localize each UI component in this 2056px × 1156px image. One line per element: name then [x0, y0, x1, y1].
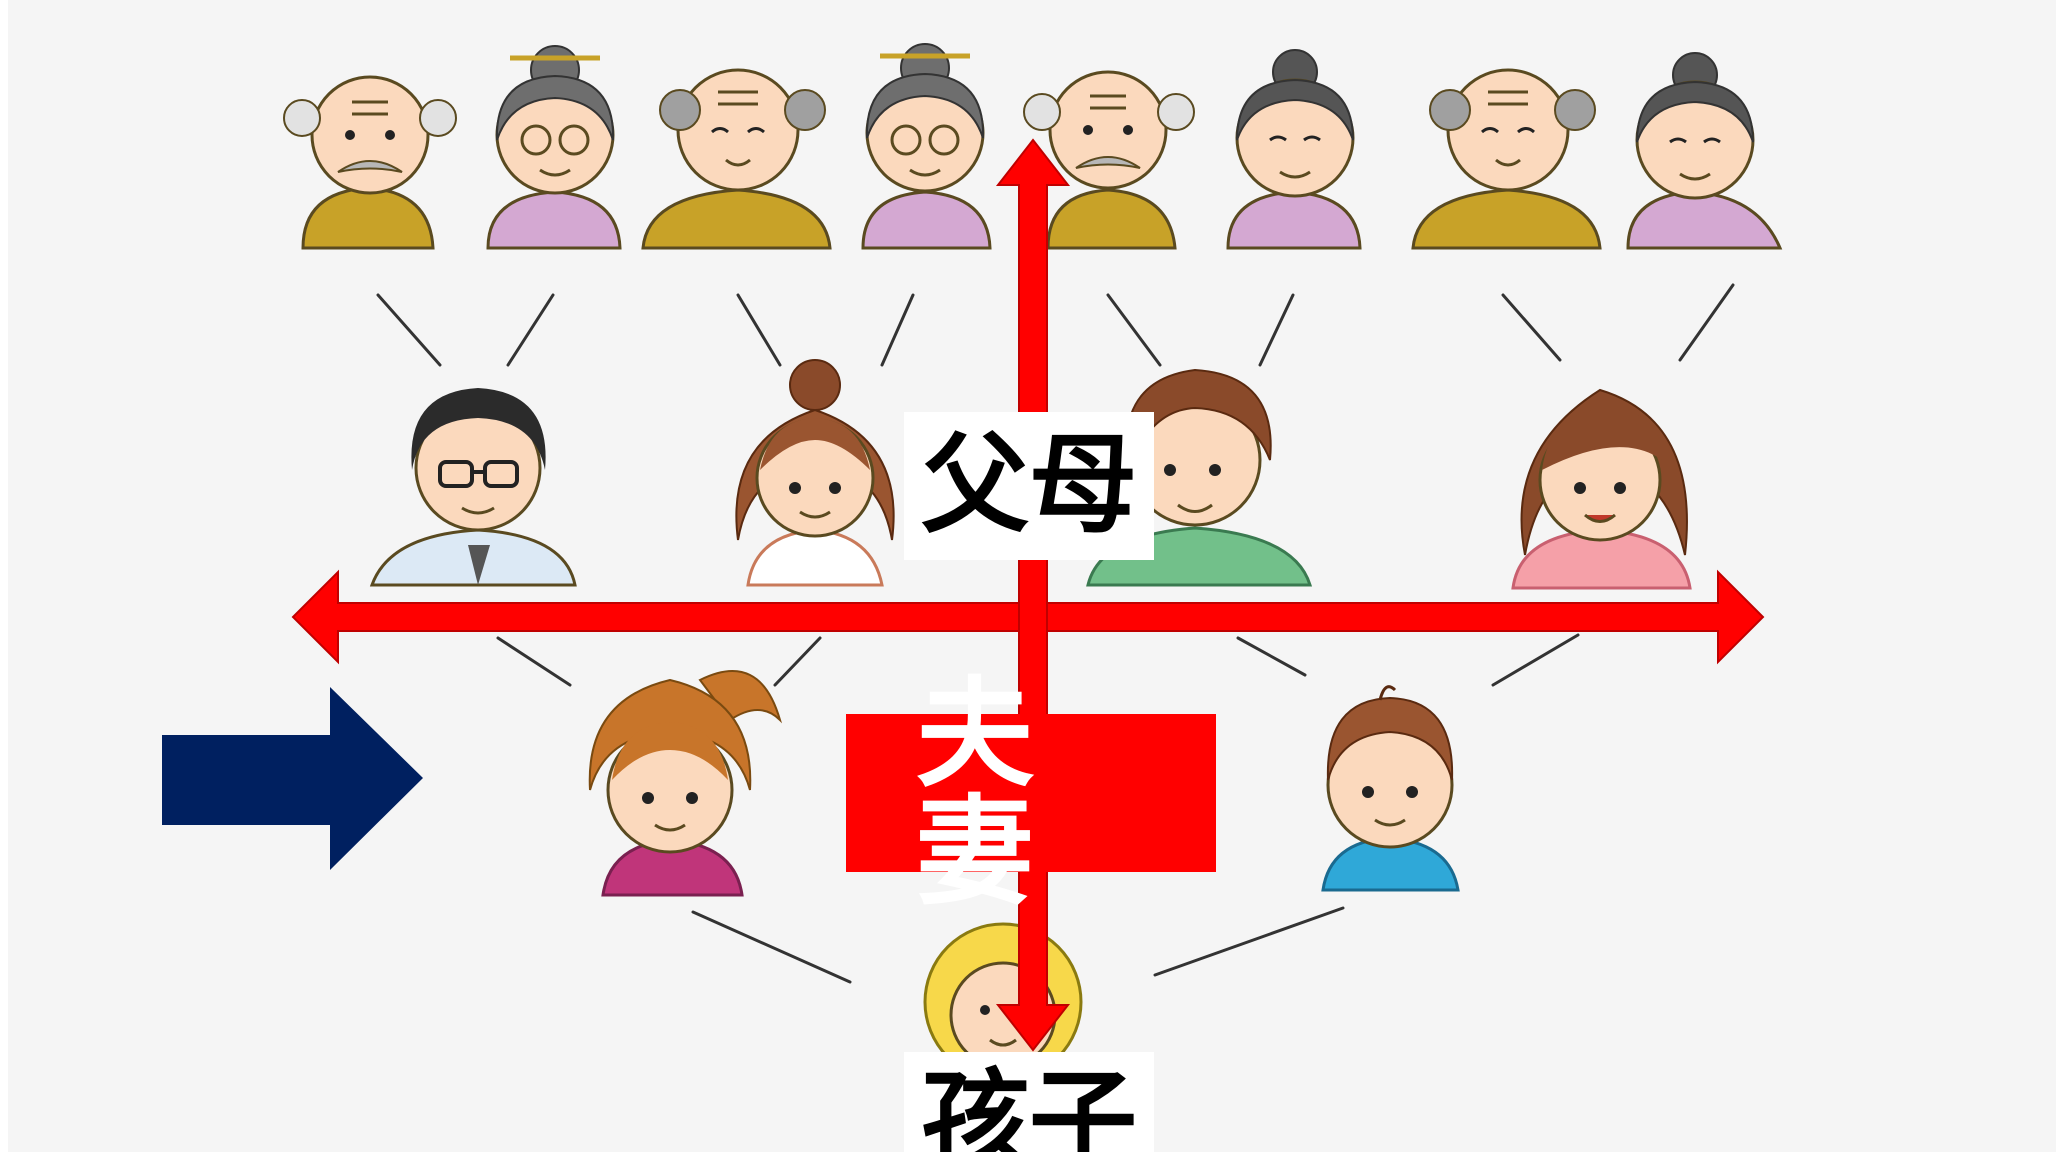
grandma-icon [1626, 52, 1783, 250]
parent-child-axis-arrow [995, 138, 1071, 1052]
connector-line [773, 636, 822, 687]
connector-line [1501, 293, 1562, 362]
mother-icon [1511, 388, 1692, 590]
grandpa-icon [1411, 68, 1602, 250]
grandpa-icon [283, 75, 457, 250]
children-label: 孩子 [904, 1052, 1154, 1152]
connector-line [1106, 293, 1162, 367]
husband-icon [1321, 685, 1460, 892]
connector-line [1258, 293, 1295, 367]
connector-line [1153, 906, 1345, 977]
connector-line [1236, 636, 1307, 677]
connector-line [1678, 283, 1735, 362]
right-arrow-icon [162, 687, 423, 870]
grandpa-icon [1023, 70, 1195, 250]
connector-line [880, 293, 915, 367]
connector-line [1491, 633, 1580, 687]
connector-line [376, 293, 442, 367]
wife-icon [588, 670, 783, 897]
grandma-icon [861, 43, 992, 250]
connector-lines [376, 283, 1735, 984]
couple-label: 夫妻 [846, 675, 1216, 911]
connector-line [506, 293, 555, 367]
parents-label: 父母 [904, 412, 1154, 560]
mother-icon [735, 359, 895, 587]
grandma-icon [1226, 49, 1362, 250]
grandpa-icon [641, 68, 832, 250]
father-icon [369, 388, 577, 587]
connector-line [736, 293, 782, 367]
grandma-icon [486, 45, 622, 250]
connector-line [496, 636, 572, 687]
connector-line [691, 910, 852, 984]
